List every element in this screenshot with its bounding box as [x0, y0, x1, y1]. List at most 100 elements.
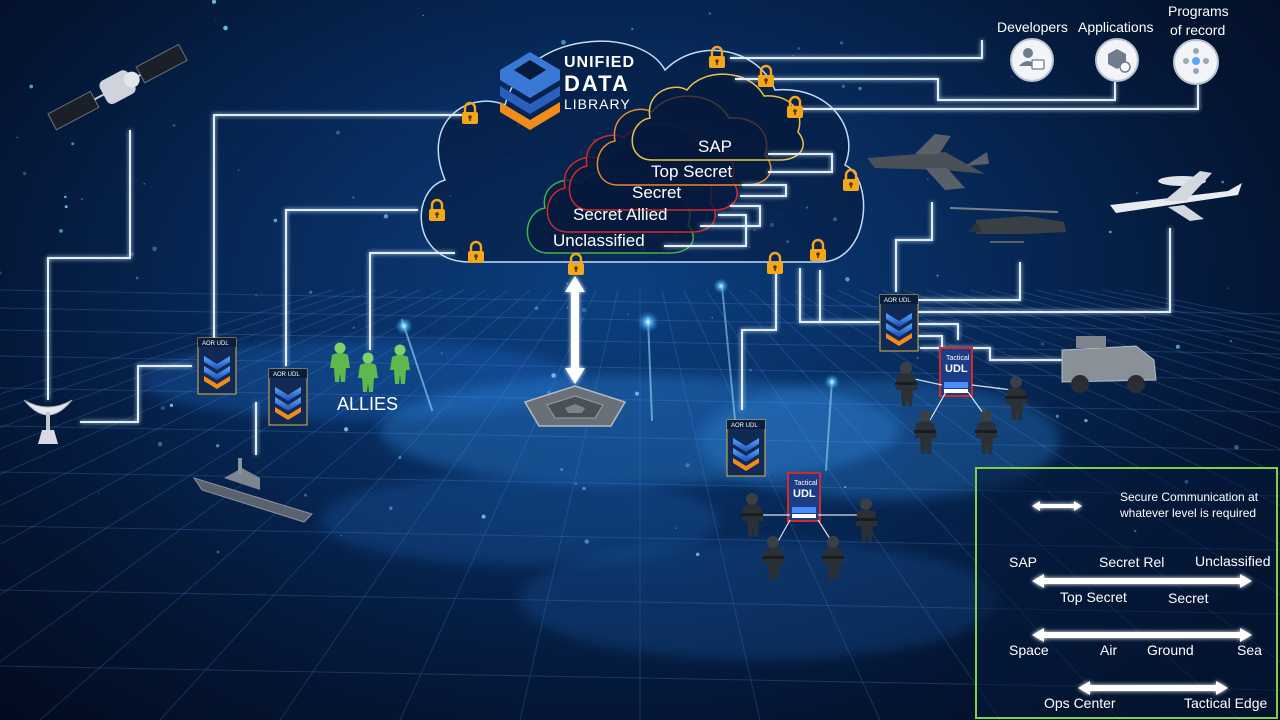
aor-label: AOR UDL	[273, 372, 300, 378]
legend-top-secret: Top Secret	[1060, 589, 1127, 605]
legend-panel	[975, 467, 1278, 719]
star	[626, 313, 629, 315]
aor-label: AOR UDL	[202, 341, 229, 347]
star	[340, 534, 343, 537]
star	[1084, 418, 1088, 423]
star	[582, 486, 586, 491]
star	[574, 482, 578, 486]
cloud-sap	[631, 73, 804, 161]
star	[135, 276, 139, 280]
star	[343, 427, 349, 432]
star	[152, 246, 157, 252]
star	[130, 251, 135, 256]
star	[1221, 180, 1224, 184]
star	[336, 130, 340, 135]
legend-sap: SAP	[1009, 554, 1038, 570]
star	[1227, 287, 1229, 289]
star	[273, 218, 278, 223]
programs-of-record-icon	[1173, 39, 1219, 85]
armored-vehicle-icon	[1061, 336, 1157, 393]
star	[22, 171, 27, 176]
legend-sea: Sea	[1237, 642, 1262, 658]
star	[561, 39, 566, 45]
satellite-icon	[47, 43, 188, 131]
world-map-glow	[140, 340, 1060, 660]
star	[1234, 445, 1239, 450]
star	[255, 294, 258, 297]
star	[143, 183, 145, 185]
star	[566, 282, 569, 285]
level-secret-allied: Secret Allied	[573, 205, 668, 224]
legend-secure-comm-line1: Secure Communication at	[1120, 490, 1259, 504]
aor-label: AOR UDL	[731, 423, 758, 429]
star	[1143, 317, 1146, 320]
star	[560, 468, 564, 471]
star	[352, 326, 355, 329]
programs-label-line2: of record	[1170, 22, 1226, 38]
level-top-secret: Top Secret	[651, 162, 733, 181]
star	[64, 195, 67, 199]
tactical-small-label: Tactical	[794, 480, 818, 487]
star	[551, 373, 556, 378]
level-sap: SAP	[698, 137, 733, 156]
grid-line	[991, 289, 1280, 370]
star	[80, 198, 84, 201]
star	[352, 196, 355, 199]
star	[98, 492, 100, 495]
star	[1055, 414, 1059, 418]
legend-arrow-ops	[1078, 681, 1228, 695]
star	[845, 277, 850, 282]
star	[440, 352, 443, 354]
star	[71, 142, 75, 146]
star	[29, 84, 34, 89]
star	[169, 403, 174, 408]
udl-logo-icon	[500, 52, 560, 130]
star	[1229, 339, 1233, 343]
logo-line1: UNIFIED	[564, 54, 635, 71]
aor-label: AOR UDL	[884, 298, 911, 304]
awacs-aircraft-icon	[1110, 171, 1242, 221]
light-beams	[395, 278, 840, 471]
grid-line	[859, 289, 1280, 475]
star	[309, 290, 313, 294]
star	[792, 54, 794, 57]
grid-line	[969, 289, 1280, 382]
legend-secret-rel: Secret Rel	[1099, 554, 1165, 570]
tactical-network-lines	[756, 377, 1013, 546]
star	[215, 20, 217, 22]
star	[304, 493, 307, 497]
star	[711, 316, 714, 319]
legend-ops-center: Ops Center	[1044, 695, 1116, 711]
star	[0, 271, 2, 275]
grid-line	[0, 289, 333, 395]
legend-ground: Ground	[1147, 642, 1194, 658]
star	[695, 552, 700, 557]
star	[584, 539, 589, 544]
stakeholder-icons	[1010, 38, 1219, 85]
star	[749, 368, 753, 372]
star	[237, 169, 240, 171]
legend-arrow-domain	[1032, 628, 1252, 642]
fighter-jet-icon	[867, 134, 989, 190]
star	[1109, 230, 1112, 234]
star	[16, 136, 19, 139]
star	[383, 214, 389, 219]
tactical-small-label: Tactical	[946, 355, 970, 362]
level-unclassified: Unclassified	[553, 231, 645, 250]
grid-line	[837, 289, 1280, 507]
star	[534, 306, 539, 311]
star	[936, 274, 939, 277]
soldier-icon	[855, 498, 878, 542]
star	[708, 12, 711, 15]
star	[840, 41, 843, 45]
star	[1011, 75, 1013, 78]
star	[581, 307, 587, 313]
legend-space: Space	[1009, 642, 1049, 658]
pentagon-link-arrow	[565, 276, 585, 384]
level-secret: Secret	[632, 183, 682, 202]
legend-air: Air	[1100, 642, 1118, 658]
star	[844, 485, 847, 489]
developers-icon	[1010, 38, 1054, 82]
star	[398, 456, 402, 459]
star	[59, 229, 63, 233]
